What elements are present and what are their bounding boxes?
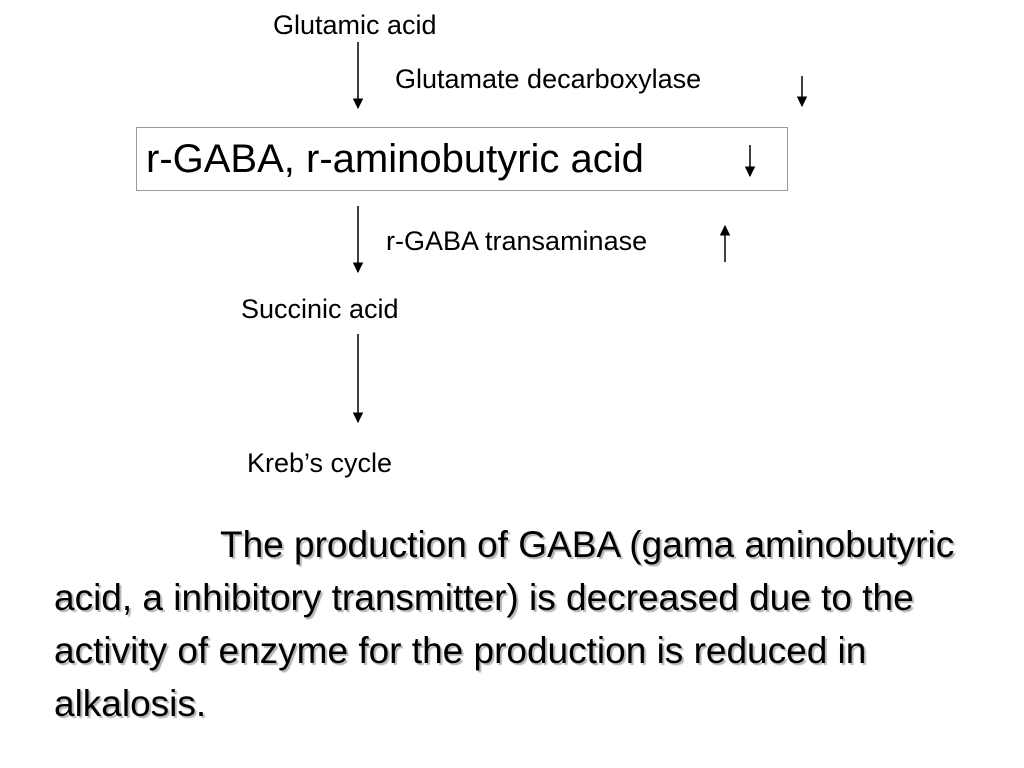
glutamate-decarboxylase-label: Glutamate decarboxylase [395, 64, 702, 94]
succinic-acid-label: Succinic acid [241, 294, 399, 324]
description-paragraph: The production of GABA (gama aminobutyri… [54, 524, 955, 724]
gaba-box [136, 127, 788, 191]
krebs-cycle-label: Kreb’s cycle [247, 448, 393, 478]
gaba-transaminase-label: r-GABA transaminase [386, 226, 648, 256]
gaba-label: r-GABA, r-aminobutyric acid [146, 137, 644, 181]
glutamic-acid-label: Glutamic acid [273, 10, 437, 40]
